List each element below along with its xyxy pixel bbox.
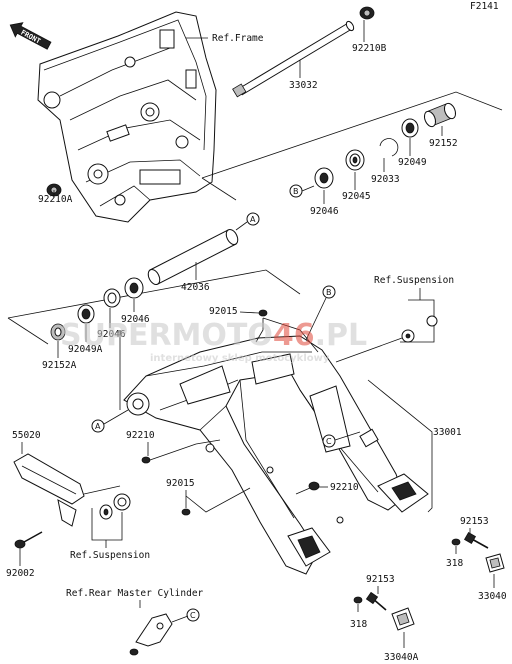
part-label-92049a: 92049A [68, 344, 103, 355]
pivot-shaft-33032 [232, 20, 355, 98]
rear-master-cylinder-bracket [129, 613, 173, 656]
part-label-92045: 92045 [342, 191, 371, 202]
nut-92210b [359, 6, 375, 20]
part-label-92153-right: 92153 [460, 516, 489, 527]
part-label-92210-left: 92210 [126, 430, 155, 441]
part-label-33040a: 33040A [384, 652, 419, 663]
callout-a-bottom: A [95, 422, 101, 431]
callout-b-bottom: B [326, 288, 332, 297]
part-label-55020: 55020 [12, 430, 41, 441]
part-label-92153-bottom: 92153 [366, 574, 395, 585]
washer-318-bottom [353, 596, 363, 604]
part-label-92049: 92049 [398, 157, 427, 168]
callout-b-top: B [293, 187, 299, 196]
ref-suspension-top-label: Ref.Suspension [374, 275, 454, 286]
washer-318-right [451, 538, 461, 546]
part-label-92033: 92033 [371, 174, 400, 185]
part-label-92046-top: 92046 [310, 206, 339, 217]
bolt-92153-right [463, 531, 489, 549]
sleeve-42036 [147, 229, 239, 285]
part-label-92210a: 92210A [38, 194, 73, 205]
part-label-92210b: 92210B [352, 43, 387, 54]
bearing-92046-mid [124, 277, 144, 299]
bearing-92046-left [103, 288, 121, 308]
svg-text:SUPERMOTO46.PL: SUPERMOTO46.PL [60, 318, 367, 353]
watermark-brand-2: 46 [273, 318, 315, 353]
part-label-92046-left: 92046 [97, 329, 126, 340]
part-label-92002: 92002 [6, 568, 35, 579]
ref-rear-master-cylinder-label: Ref.Rear Master Cylinder [66, 588, 204, 599]
bolt-92002 [14, 531, 43, 549]
seal-92049a [77, 304, 95, 324]
watermark-tagline: internetowy sklep motocyklowy [150, 353, 330, 364]
part-label-92015-bottom: 92015 [166, 478, 195, 489]
chain-adjuster-33040 [485, 553, 505, 573]
bearing-92046-top [314, 167, 334, 189]
watermark-brand-3: .PL [315, 318, 368, 353]
callout-c-mid: C [326, 437, 332, 446]
callout-c-bottom: C [190, 611, 196, 620]
part-label-33040: 33040 [478, 591, 507, 602]
ref-suspension-bottom-label: Ref.Suspension [70, 550, 150, 561]
collar-92152a [50, 323, 66, 341]
part-label-92152a: 92152A [42, 360, 77, 371]
seal-92049 [401, 118, 419, 138]
part-label-42036: 42036 [181, 282, 210, 293]
part-label-92046-mid: 92046 [121, 314, 150, 325]
part-label-33032: 33032 [289, 80, 318, 91]
collar-92152 [423, 102, 457, 128]
front-arrow: FRONT [9, 22, 52, 50]
circlip-92033 [379, 138, 399, 157]
callout-a-top: A [250, 215, 256, 224]
part-label-318-right: 318 [446, 558, 463, 569]
part-label-33001: 33001 [433, 427, 462, 438]
ref-frame-label: Ref.Frame [212, 33, 264, 44]
bearing-92045 [345, 149, 365, 171]
bolt-92015-top [258, 309, 268, 317]
chain-adjuster-33040a [391, 607, 415, 631]
part-label-92152: 92152 [429, 138, 458, 149]
part-label-92015-top: 92015 [209, 306, 238, 317]
watermark-brand-1: SUPERMOTO [60, 318, 273, 353]
chain-guard-55020 [13, 453, 85, 527]
watermark: SUPERMOTO46.PL internetowy sklep motocyk… [60, 318, 367, 364]
spacer-bottom [99, 493, 131, 520]
frame-illustration [37, 11, 217, 223]
figure-id: F2141 [470, 1, 499, 12]
swingarm-33001 [123, 335, 429, 575]
part-label-318-bottom: 318 [350, 619, 367, 630]
part-label-92210-right: 92210 [330, 482, 359, 493]
bolt-92153-bottom [365, 591, 387, 611]
